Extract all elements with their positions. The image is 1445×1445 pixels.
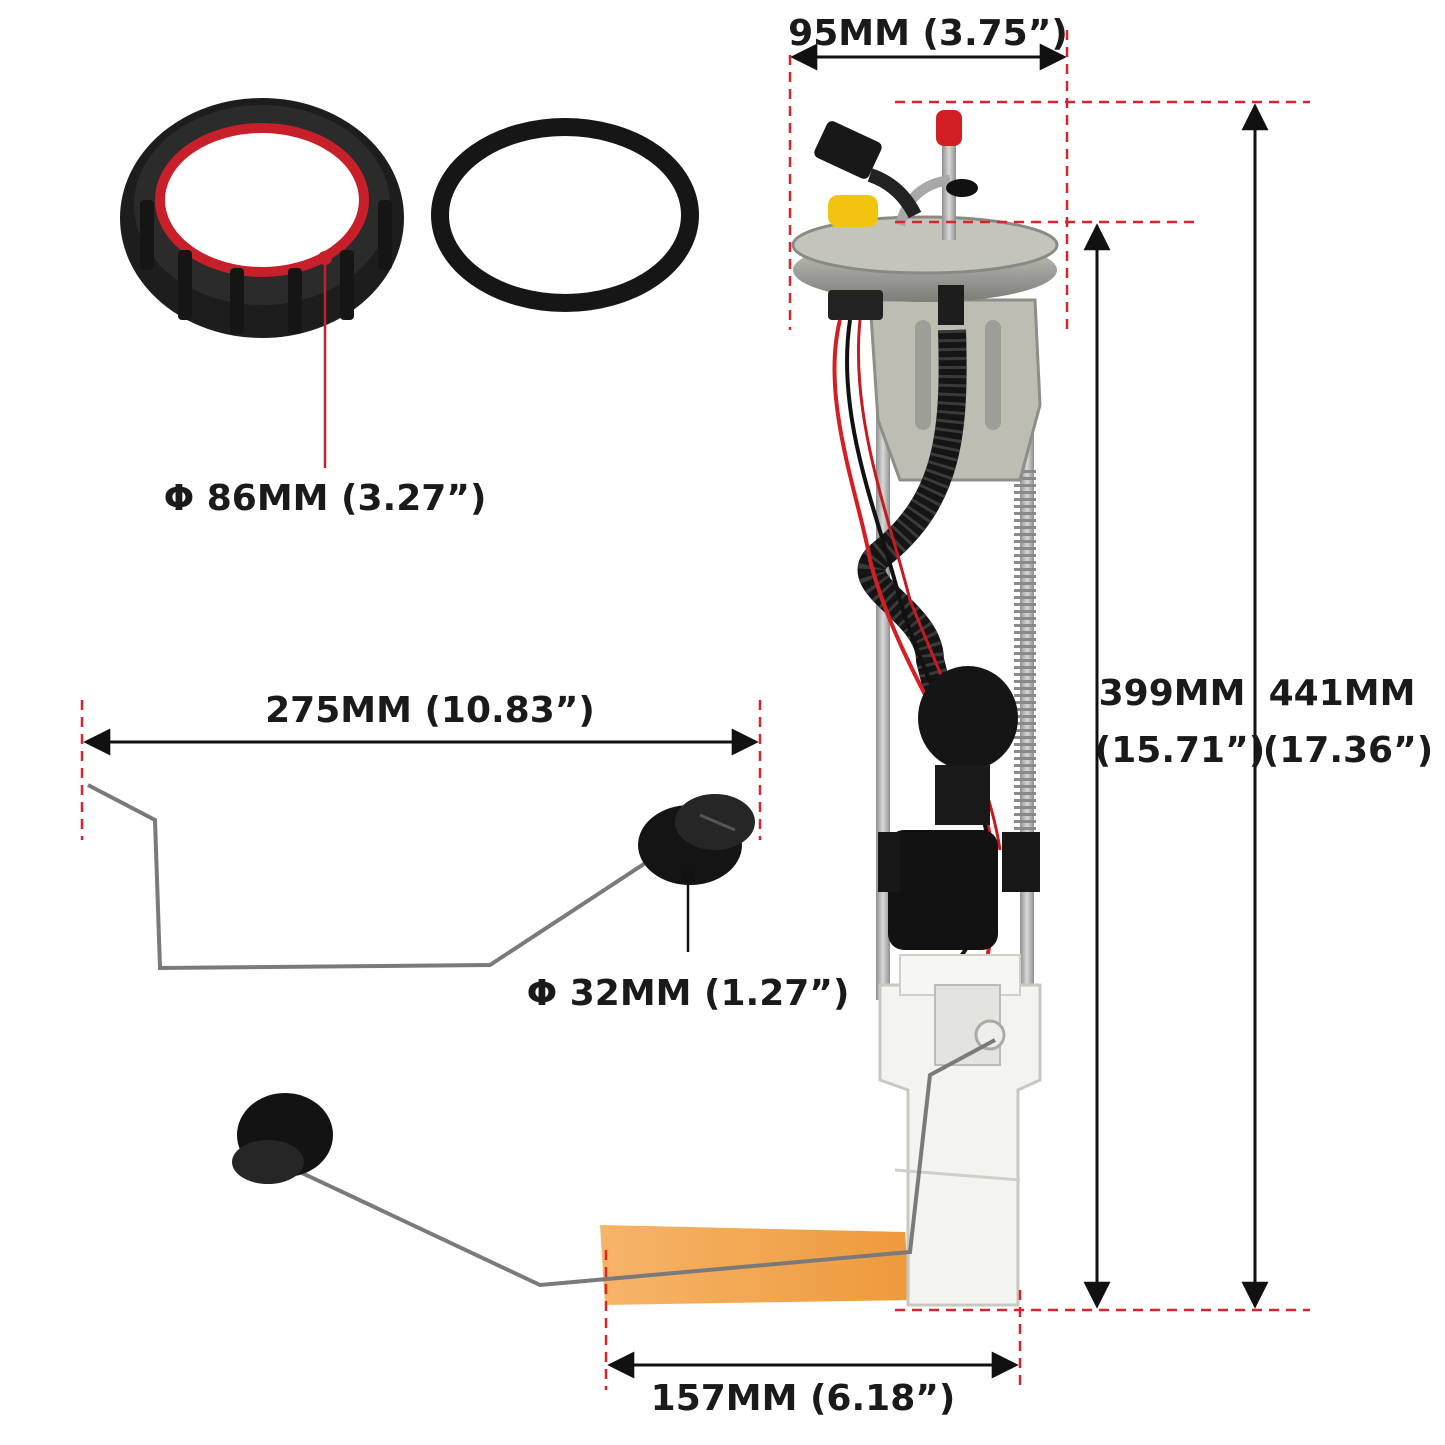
lock-ring	[120, 98, 404, 338]
body-height-in-label: (15.71”)	[1095, 730, 1265, 771]
float-arm-length-label: 275MM (10.83”)	[265, 690, 595, 731]
top-width-label: 95MM (3.75”)	[788, 13, 1068, 54]
fuel-pump-body	[600, 110, 1059, 1307]
total-height-mm-label: 441MM	[1269, 673, 1416, 714]
bottom-width-label: 157MM (6.18”)	[651, 1378, 956, 1419]
body-height-mm-label: 399MM	[1099, 673, 1246, 714]
dimension-guides	[80, 30, 1310, 1390]
o-ring-gasket	[431, 118, 699, 312]
total-height-in-label: (17.36”)	[1263, 730, 1433, 771]
float-arm-assembly	[87, 783, 755, 971]
lower-float-arm	[232, 1038, 996, 1288]
dimension-arrows	[83, 43, 1269, 1379]
float-diameter-label: Φ 32MM (1.27”)	[527, 973, 850, 1014]
lock-ring-diameter-label: Φ 86MM (3.27”)	[164, 478, 487, 519]
